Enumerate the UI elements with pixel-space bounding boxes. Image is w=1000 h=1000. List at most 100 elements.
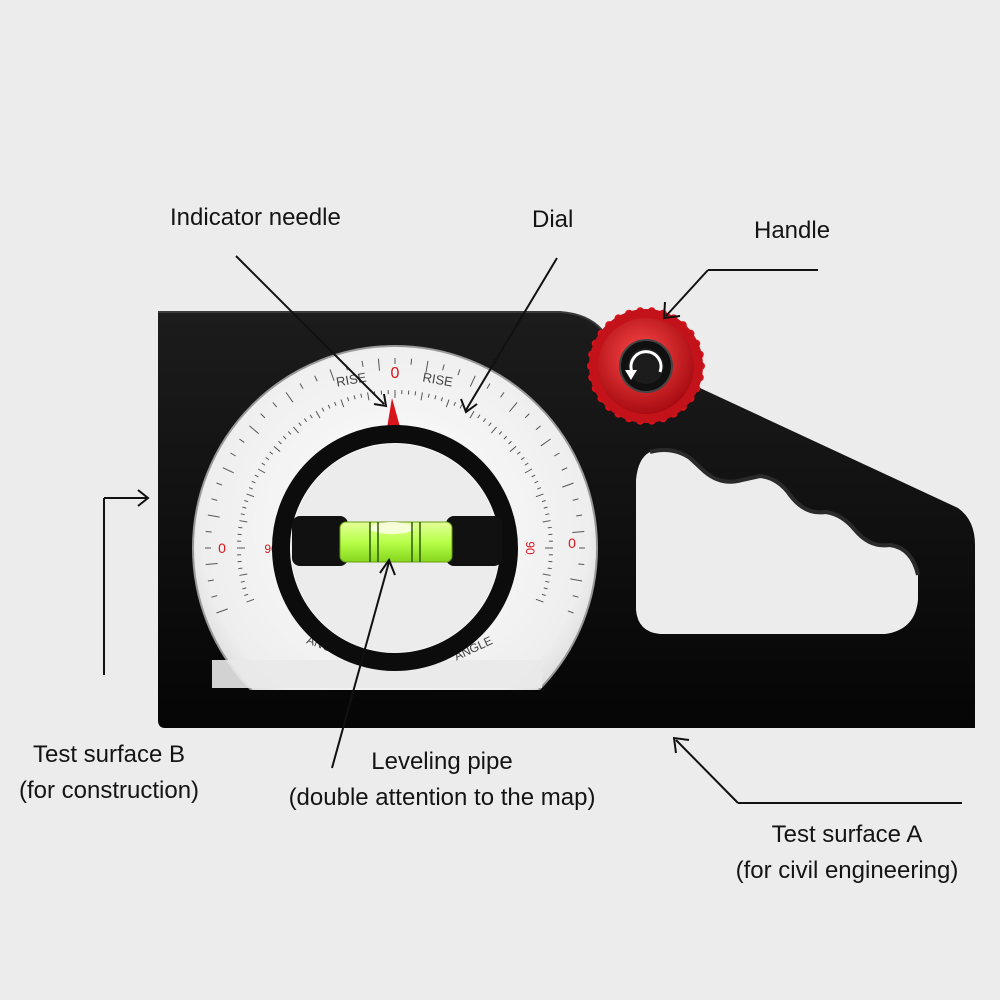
dial-tick <box>242 587 247 590</box>
dial-tick <box>572 498 579 501</box>
dial-tick <box>251 480 256 484</box>
dial-tick <box>285 392 294 403</box>
callout-test-surface-b: Test surface B (for construction) <box>2 737 216 809</box>
dial-scale-ticks <box>205 358 585 614</box>
dial-tick <box>314 375 318 382</box>
dial-tick <box>534 480 539 484</box>
dial-tick <box>572 530 585 533</box>
callout-handle-text: Handle <box>754 217 831 244</box>
dial-tick <box>340 399 345 408</box>
dial-tick <box>361 360 364 367</box>
dial-tick <box>578 563 585 566</box>
dial-tick <box>287 431 292 435</box>
dial-tick <box>410 358 413 365</box>
dial-tick <box>508 440 512 445</box>
dial-tick <box>440 397 443 402</box>
dial-tick <box>321 407 325 412</box>
dial-tick <box>205 530 212 533</box>
dial-tick <box>554 452 560 457</box>
dial-tick <box>469 375 476 387</box>
dial-tick <box>414 391 417 396</box>
dial-tick <box>509 402 518 412</box>
dial-tick <box>327 404 331 409</box>
dial-tick <box>207 579 214 582</box>
dial-tick <box>482 418 487 423</box>
dial-tick <box>524 413 530 419</box>
dial-tick <box>491 426 497 434</box>
callout-dial-text: Dial <box>532 206 574 233</box>
dial-tick <box>249 425 259 434</box>
dial-tick <box>238 526 243 529</box>
dial-tick <box>347 397 350 402</box>
dial-tick <box>541 593 546 596</box>
dial-tick <box>309 414 313 419</box>
dial-tick <box>246 598 255 603</box>
dial-tick <box>278 440 282 445</box>
callout-indicator-needle: Indicator needle <box>170 200 341 236</box>
callout-handle: Handle <box>754 213 830 249</box>
dial-tick <box>520 456 525 461</box>
dial-tick <box>244 500 249 503</box>
dial-tick <box>427 393 430 398</box>
dial-tick <box>457 369 461 376</box>
dial-tick <box>240 513 245 516</box>
dial-tick <box>298 422 302 427</box>
callout-leveling-pipe: Leveling pipe (double attention to the m… <box>256 744 628 816</box>
dial-tick <box>442 364 445 371</box>
dial-tick <box>509 446 517 452</box>
callout-test-surface-a: Test surface A (for civil engineering) <box>706 817 988 889</box>
dial-tick <box>576 514 583 517</box>
dial-tick <box>570 578 583 582</box>
dial-tick <box>524 462 529 466</box>
dial-tick <box>516 451 521 455</box>
callout-test-surface-b-line2: (for construction) <box>18 777 200 804</box>
annotation-arrows <box>103 255 962 804</box>
dial-tick <box>334 401 337 406</box>
dial-tick <box>211 595 218 598</box>
dial-tick <box>488 422 492 427</box>
dial-tick <box>211 498 218 501</box>
callout-indicator-needle-text: Indicator needle <box>170 204 341 231</box>
dial-tick <box>503 435 508 440</box>
dial-tick <box>248 487 253 490</box>
dial-tick <box>477 414 481 419</box>
handle-knob <box>587 307 705 425</box>
dial-tick <box>453 401 456 406</box>
dial-tick <box>545 580 550 583</box>
dial-tick <box>260 413 266 419</box>
inner-ring <box>272 425 518 671</box>
dial-tick <box>222 467 234 474</box>
dial-tick <box>303 418 308 423</box>
callout-leveling-pipe-line1: Leveling pipe <box>371 748 513 775</box>
dial-tick <box>246 493 255 498</box>
rotate-arrow-icon <box>629 350 663 373</box>
callout-test-surface-b-line1: Test surface B <box>32 741 186 768</box>
dial-tick <box>535 425 541 431</box>
dial-tick <box>531 474 536 478</box>
dial-tick <box>244 593 249 596</box>
dial-tick <box>230 452 236 457</box>
dial-tick <box>329 369 335 381</box>
callout-test-surface-a-line1: Test surface A <box>771 821 923 848</box>
dial-tick <box>239 520 248 523</box>
dial-rise-left: RISE <box>335 369 368 389</box>
dial-tick <box>545 513 550 516</box>
dial-tick <box>293 426 299 434</box>
dial-tick <box>360 393 363 398</box>
dial-tick <box>299 383 304 389</box>
dial-tick <box>537 487 542 490</box>
callout-test-surface-a-line2: (for civil engineering) <box>735 857 959 884</box>
dial-tick <box>282 435 287 440</box>
dial-tick <box>239 438 245 443</box>
dial-tick <box>257 468 266 474</box>
dial-tick <box>269 451 274 455</box>
dial-tick <box>445 399 450 408</box>
dial-tick <box>543 506 548 509</box>
dial-tick <box>540 438 551 447</box>
dial-tick <box>216 608 228 614</box>
dial-tick <box>205 563 218 566</box>
dial-tick <box>486 383 491 389</box>
dial-tick <box>535 493 544 498</box>
dial-tick <box>567 610 574 614</box>
